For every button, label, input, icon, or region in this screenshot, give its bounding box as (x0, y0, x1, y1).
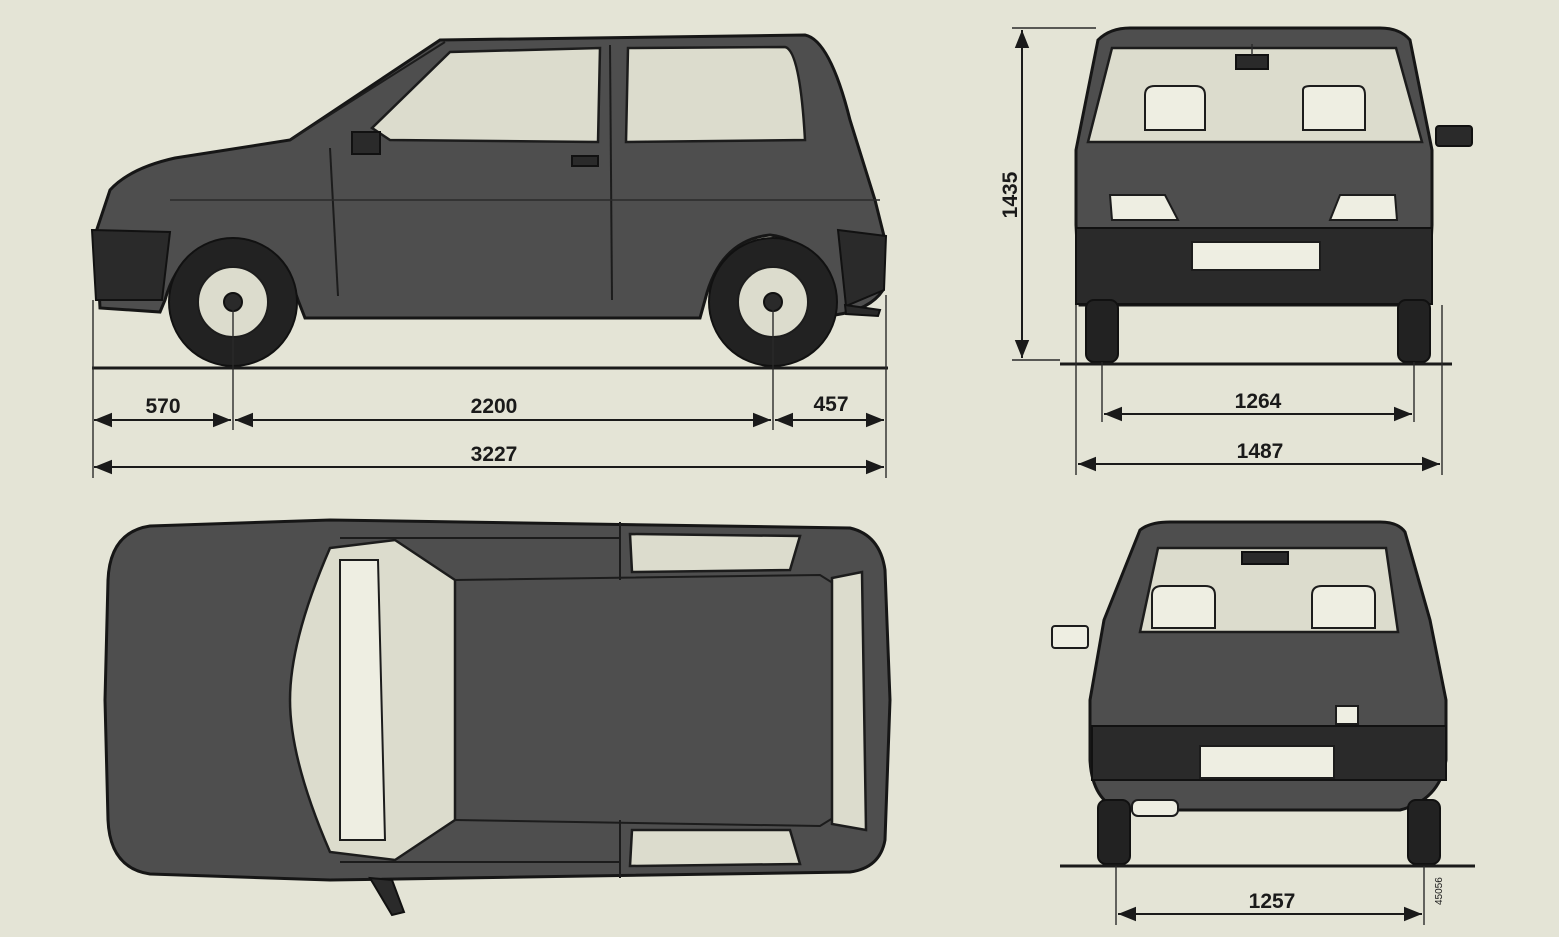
front-view: 1435 1264 1487 (999, 26, 1473, 475)
dim-rear-overhang: 457 (813, 393, 848, 416)
front-seat-left (1144, 85, 1206, 131)
dim-front-overhang: 570 (145, 395, 180, 418)
mirror-front (1435, 125, 1473, 147)
dim-width: 1487 (1237, 440, 1284, 463)
rear-side-window (624, 45, 807, 144)
rearview-mirror (1235, 54, 1269, 70)
mirror-side (351, 131, 381, 155)
mirror-rear (1051, 625, 1089, 649)
top-side-window-lower (628, 828, 802, 868)
rear-view: 1257 45056 (1051, 520, 1475, 925)
rear-plate (1199, 745, 1335, 779)
top-view-body (103, 518, 892, 882)
front-bumper (90, 228, 172, 301)
front-seat-right (1302, 85, 1366, 131)
rear-tire-right (1407, 799, 1441, 865)
dim-wheelbase: 2200 (471, 395, 518, 418)
headlight-right (1328, 194, 1399, 221)
side-view: 570 2200 457 3227 (90, 33, 888, 478)
exhaust (1131, 799, 1179, 817)
dim-rear-track: 1257 (1249, 890, 1296, 913)
top-side-window-upper (628, 532, 802, 574)
dim-front-track: 1264 (1235, 390, 1282, 413)
headlight-left (1108, 194, 1180, 221)
front-side-window (370, 46, 602, 144)
top-seat (339, 559, 387, 841)
rear-tire-left (1097, 799, 1131, 865)
front-plate (1191, 241, 1321, 271)
door-handle (571, 155, 599, 167)
front-tire-right (1397, 299, 1431, 363)
rear-seat-right (1311, 585, 1376, 629)
rear-seat-left (1151, 585, 1216, 629)
rear-bumper (836, 228, 888, 308)
dim-length: 3227 (471, 443, 518, 466)
dim-height: 1435 (999, 171, 1022, 218)
rear-light (1335, 705, 1359, 725)
rear-wiper-mount (1241, 551, 1289, 565)
front-tire-left (1085, 299, 1119, 363)
top-rear-window (830, 570, 868, 832)
top-view (103, 518, 892, 917)
drawing-code: 45056 (1434, 877, 1445, 905)
mirror-top (368, 876, 406, 917)
